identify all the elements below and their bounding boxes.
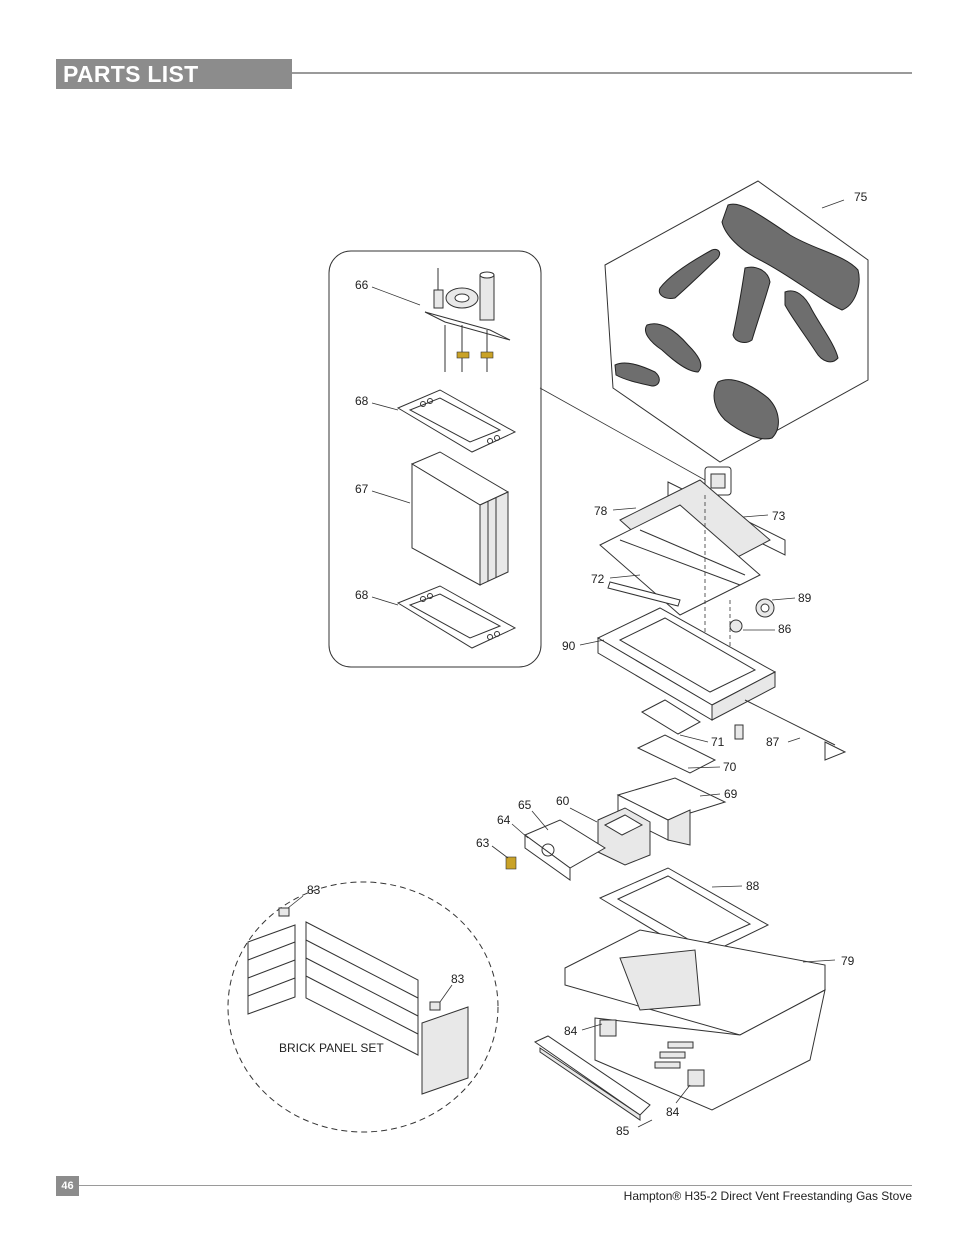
callout-68-top: 68 xyxy=(355,394,369,408)
callout-63: 63 xyxy=(476,836,490,850)
callout-73: 73 xyxy=(772,509,786,523)
callout-83-right: 83 xyxy=(451,972,465,986)
document-title: Hampton® H35-2 Direct Vent Freestanding … xyxy=(623,1189,912,1203)
page-title: PARTS LIST xyxy=(56,59,292,89)
header-rule xyxy=(292,72,912,74)
firebox-tray-group: 90 xyxy=(562,607,777,721)
callout-60: 60 xyxy=(556,794,570,808)
callout-83-top: 83 xyxy=(307,883,321,897)
lower-brackets-group: 71 70 87 xyxy=(636,699,847,774)
valve-group: 60 65 64 63 xyxy=(476,794,651,881)
callout-84-right: 84 xyxy=(666,1105,680,1119)
callout-79: 79 xyxy=(841,954,855,968)
callout-78: 78 xyxy=(594,504,608,518)
page-number: 46 xyxy=(56,1176,79,1196)
callout-75: 75 xyxy=(854,190,868,204)
callout-64: 64 xyxy=(497,813,511,827)
callout-68-bottom: 68 xyxy=(355,588,369,602)
callout-67: 67 xyxy=(355,482,369,496)
callout-84-left: 84 xyxy=(564,1024,578,1038)
callout-85: 85 xyxy=(616,1124,630,1138)
burner-assembly-group: 78 73 72 89 86 xyxy=(591,466,812,700)
callout-90: 90 xyxy=(562,639,576,653)
callout-70: 70 xyxy=(723,760,737,774)
callout-65: 65 xyxy=(518,798,532,812)
brick-panel-set-label: BRICK PANEL SET xyxy=(279,1041,384,1055)
log-set-group: 75 xyxy=(604,180,869,463)
burner-detail-group: 66 68 67 68 xyxy=(328,250,706,668)
callout-66: 66 xyxy=(355,278,369,292)
callout-69: 69 xyxy=(724,787,738,801)
callout-86: 86 xyxy=(778,622,792,636)
callout-72: 72 xyxy=(591,572,605,586)
footer-rule xyxy=(79,1185,912,1186)
callout-71: 71 xyxy=(711,735,725,749)
callout-87: 87 xyxy=(766,735,780,749)
heat-shield-group: 69 xyxy=(616,777,738,846)
base-pan-group: 79 84 84 85 xyxy=(533,929,855,1138)
callout-88: 88 xyxy=(746,879,760,893)
brick-panel-set-group: 83 83 BRICK PANEL SET xyxy=(227,881,499,1133)
callout-89: 89 xyxy=(798,591,812,605)
